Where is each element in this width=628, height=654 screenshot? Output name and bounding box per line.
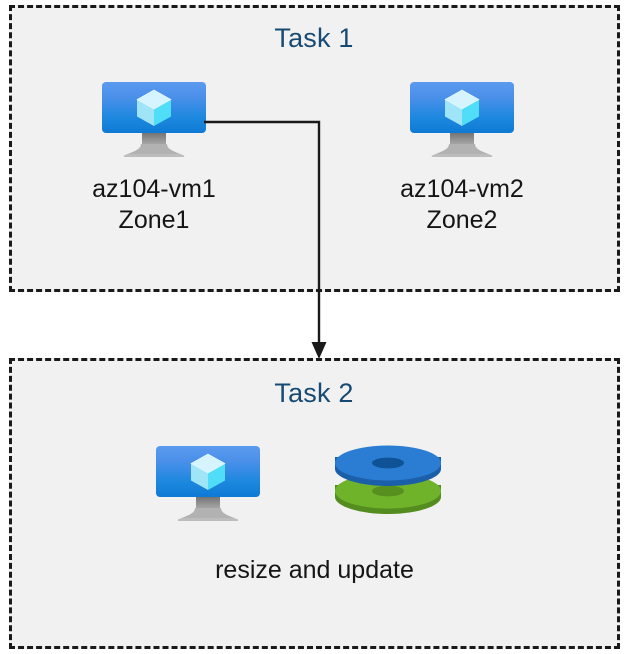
azure-virtual-machine-icon [156, 446, 260, 521]
monitor-foot [431, 144, 493, 157]
monitor-foot [177, 508, 239, 521]
monitor-screen [156, 446, 260, 497]
task2-caption: resize and update [215, 556, 414, 584]
azure-virtual-machine-icon [410, 82, 514, 157]
cube-icon [133, 87, 175, 129]
monitor-foot [123, 144, 185, 157]
monitor-screen [410, 82, 514, 133]
cube-icon [441, 87, 483, 129]
azure-disks-icon [333, 441, 443, 527]
task2-group-box [9, 358, 620, 649]
vm-label: az104-vm2 Zone2 [400, 175, 524, 234]
vm-node-az104-vm2[interactable]: az104-vm2 Zone2 [362, 82, 562, 236]
monitor-screen [102, 82, 206, 133]
task2-title: Task 2 [274, 378, 354, 408]
vm-node-az104-vm1[interactable]: az104-vm1 Zone1 [54, 82, 254, 236]
vm-node-task2[interactable] [156, 446, 260, 521]
blue-disk [335, 445, 441, 486]
cube-icon [187, 451, 229, 493]
task1-title: Task 1 [274, 23, 354, 53]
vm-label: az104-vm1 Zone1 [92, 175, 216, 234]
azure-virtual-machine-icon [102, 82, 206, 157]
